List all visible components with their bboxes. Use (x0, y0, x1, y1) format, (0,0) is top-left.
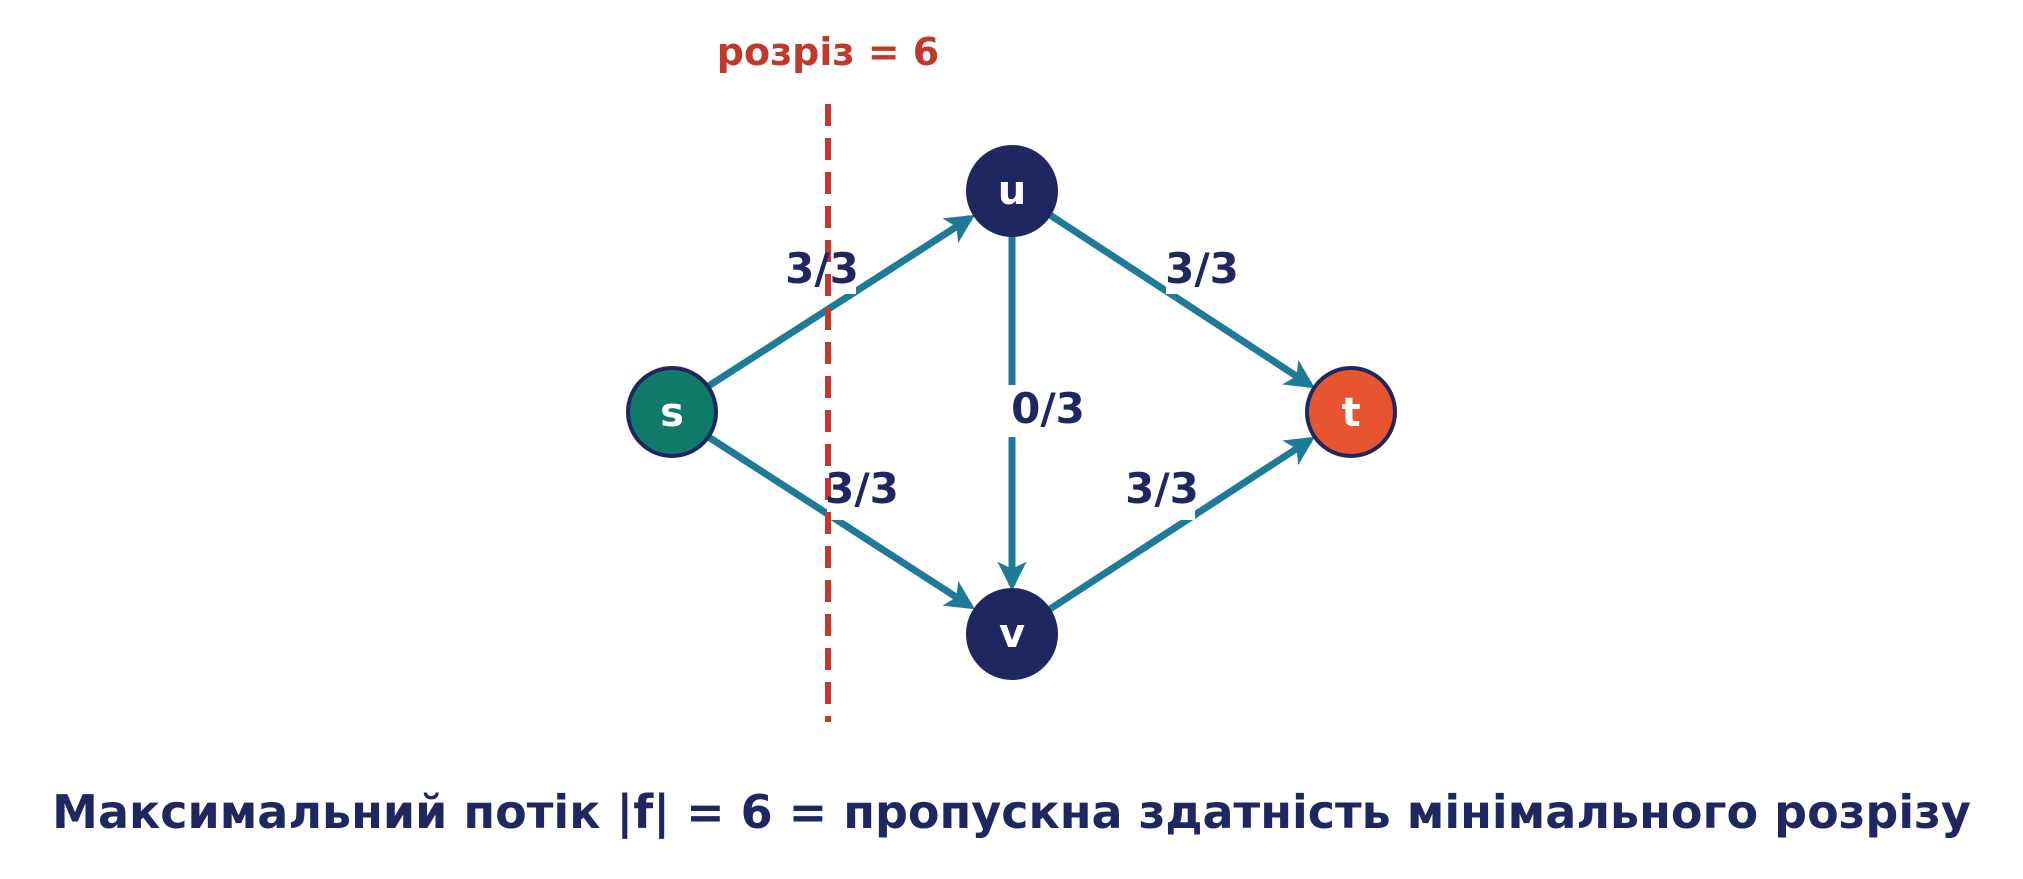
node-s-circle (626, 366, 718, 458)
edge-label-u-t: 3/3 (1165, 244, 1239, 293)
label-bg-s-u (786, 244, 856, 294)
label-bg-u-t (1166, 244, 1236, 294)
edge-label-s-u: 3/3 (785, 244, 859, 293)
caption: Максимальний потік |f| = 6 = пропускна з… (52, 785, 1971, 839)
edge-label-s-v: 3/3 (825, 464, 899, 513)
label-bg-v-t (1125, 470, 1195, 520)
node-v-circle (966, 588, 1058, 680)
node-s: s (626, 366, 718, 458)
node-v: v (966, 588, 1058, 680)
node-t-circle (1305, 366, 1397, 458)
node-s-label: s (660, 390, 684, 436)
edge-s-u (705, 214, 975, 390)
edge-s-v (705, 433, 975, 610)
edge-label-backgrounds (786, 244, 1236, 520)
node-t: t (1305, 366, 1397, 458)
edge-label-u-v: 0/3 (1011, 384, 1085, 433)
edge-label-v-t: 3/3 (1125, 464, 1199, 513)
cut-label: розріз = 6 (717, 30, 939, 74)
node-u-label: u (998, 168, 1026, 214)
label-bg-u-v (1006, 385, 1086, 437)
edge-u-t (1048, 212, 1315, 389)
node-u: u (966, 145, 1058, 237)
node-v-label: v (999, 611, 1025, 657)
edge-v-t (1048, 436, 1315, 612)
node-t-label: t (1341, 390, 1360, 436)
node-u-circle (966, 145, 1058, 237)
label-bg-s-v (827, 470, 897, 520)
